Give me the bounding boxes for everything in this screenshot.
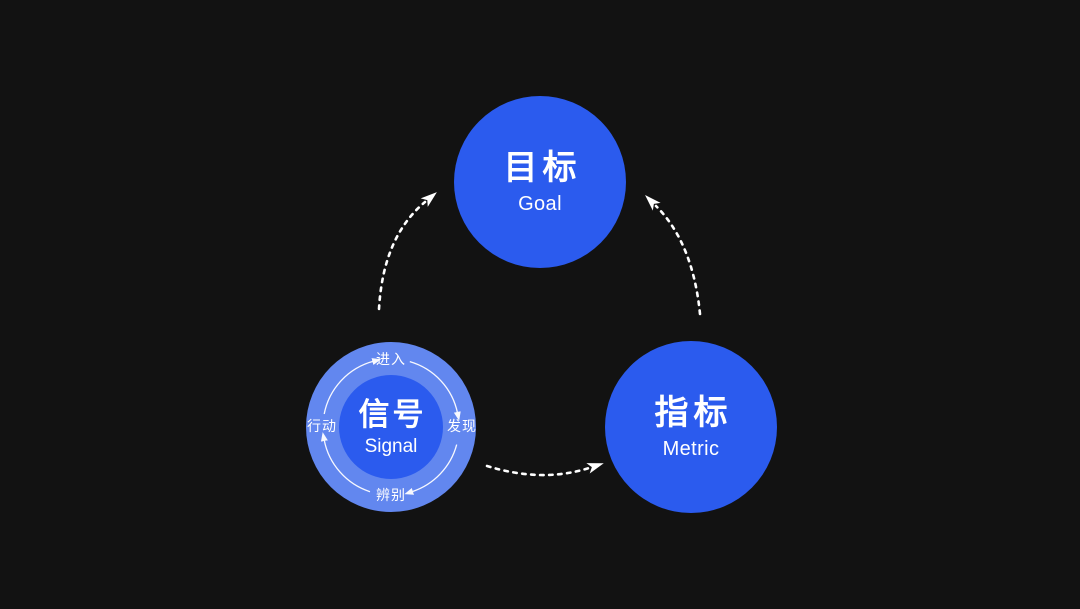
cycle-step-distinguish: 辨别 [376,487,406,503]
arrow-metric-to-goal [645,195,702,316]
cycle-step-act: 行动 [307,418,337,434]
cycle-step-discover: 发现 [447,418,477,434]
signal-node: 信号 Signal [339,375,443,479]
goal-title-zh: 目标 [503,148,582,187]
goal-title-en: Goal [518,192,562,215]
arrow-signal-to-goal [377,192,437,311]
signal-title-en: Signal [364,435,418,457]
cycle-step-enter: 进入 [376,351,406,367]
signal-title-zh: 信号 [358,396,427,432]
goal-node: 目标 Goal [454,96,626,268]
metric-title-en: Metric [662,437,720,460]
metric-node: 指标 Metric [605,341,777,513]
arrow-signal-to-metric [485,463,604,477]
metric-title-zh: 指标 [654,393,733,432]
